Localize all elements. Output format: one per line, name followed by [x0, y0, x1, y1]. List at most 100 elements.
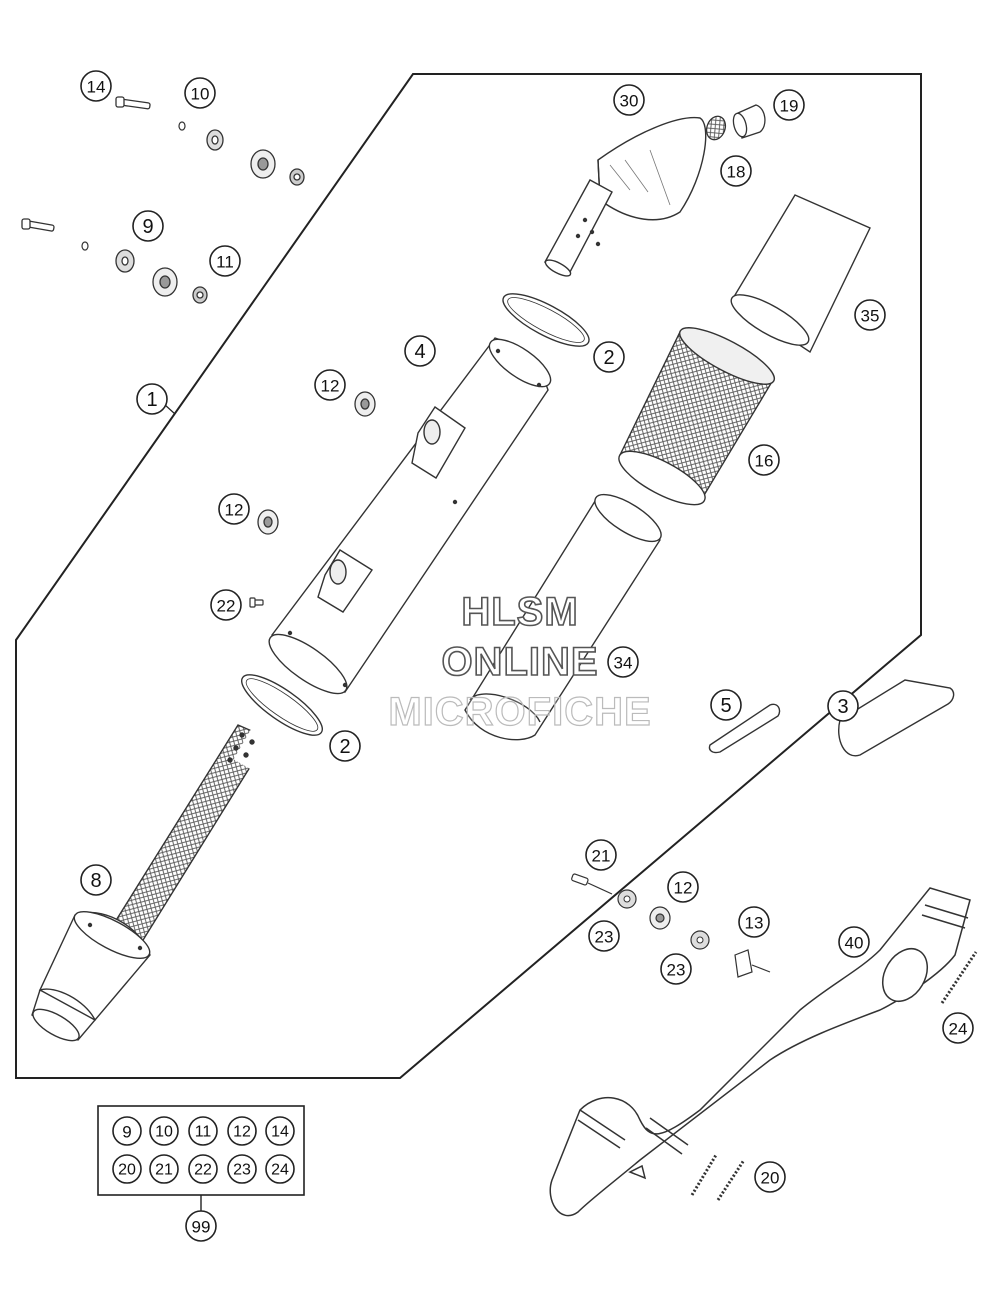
callout-30 [613, 84, 645, 116]
label-99: 99 [192, 1218, 211, 1237]
kit-label: 11 [195, 1124, 212, 1141]
end-plug-19 [732, 104, 766, 139]
label-35: 35 [861, 307, 880, 326]
callout-99 [185, 1210, 217, 1242]
screw-22 [249, 597, 264, 608]
end-cone-8 [31, 911, 151, 1042]
small-washer [81, 241, 89, 251]
callout-9 [132, 210, 164, 242]
grommet-12c [649, 906, 671, 930]
label-21: 21 [592, 847, 611, 866]
callout-12b [218, 493, 250, 525]
watermark-online: ONLINE [441, 639, 599, 685]
spring-20a [690, 1154, 718, 1196]
label-5: 5 [720, 695, 731, 717]
callout-13 [738, 906, 770, 938]
kit-label: 10 [155, 1124, 173, 1141]
callout-23b [660, 953, 692, 985]
kit-callout [227, 1154, 257, 1184]
callout-16 [748, 444, 780, 476]
callout-40 [838, 926, 870, 958]
label-10: 10 [191, 85, 210, 104]
label-16: 16 [755, 452, 774, 471]
label-34: 34 [614, 654, 633, 673]
rear-bolt-14 [115, 96, 151, 110]
callout-1 [136, 383, 168, 415]
label-9: 9 [142, 216, 153, 238]
kit-label: 23 [233, 1162, 251, 1179]
callout-19 [773, 89, 805, 121]
bracket-13 [734, 949, 771, 978]
kit-label: 20 [118, 1162, 136, 1179]
spark-arrestor-18 [705, 115, 727, 141]
callout-21 [585, 839, 617, 871]
label-12b: 12 [225, 501, 244, 520]
callout-14 [80, 70, 112, 102]
label-23a: 23 [595, 928, 614, 947]
kit-callout [188, 1154, 218, 1184]
rear-bolt-lower [21, 218, 55, 232]
callout-11 [209, 245, 241, 277]
callout-3 [827, 690, 859, 722]
kit-callout [265, 1116, 295, 1146]
assembly-outline [15, 73, 922, 1079]
outer-sleeve-35 [730, 194, 871, 354]
bolt-21 [571, 873, 613, 895]
kit-callout [149, 1154, 179, 1184]
callout-12a [314, 369, 346, 401]
callout-18 [720, 155, 752, 187]
label-24: 24 [949, 1020, 968, 1039]
washer-9 [115, 249, 135, 273]
label-13: 13 [745, 914, 764, 933]
callout-22 [210, 589, 242, 621]
kit-callout [227, 1116, 257, 1146]
label-18: 18 [727, 163, 746, 182]
kit-label: 9 [122, 1123, 131, 1142]
heat-shield-3 [838, 679, 955, 757]
spring-20b [716, 1159, 746, 1201]
muffler-body-4 [268, 337, 552, 695]
label-20: 20 [761, 1169, 780, 1188]
label-14: 14 [87, 78, 106, 97]
callout-23a [588, 920, 620, 952]
perforated-insert-16 [618, 327, 776, 506]
callout-20 [754, 1161, 786, 1193]
kit-label: 14 [271, 1124, 289, 1141]
label-2a: 2 [603, 347, 614, 369]
callout-35 [854, 299, 886, 331]
gasket-2-upper [502, 293, 590, 347]
label-19: 19 [780, 97, 799, 116]
kit-callout [112, 1116, 142, 1146]
label-4: 4 [414, 341, 425, 363]
header-pipe-40 [549, 887, 971, 1217]
rubber-grommet-12a [354, 391, 376, 417]
washer-10 [178, 121, 186, 131]
watermark-hlsm: HLSM [461, 589, 579, 635]
kit-label: 21 [155, 1162, 173, 1179]
callout-8 [80, 864, 112, 896]
rubber-grommet-upper [250, 149, 276, 179]
rubber-grommet-lower [152, 267, 178, 297]
label-12c: 12 [674, 879, 693, 898]
label-30: 30 [620, 92, 639, 111]
nut-upper [289, 168, 305, 186]
packing-34 [464, 493, 662, 741]
label-1: 1 [146, 389, 157, 411]
callout-5 [710, 689, 742, 721]
watermark-microfiche: MICROFICHE [388, 689, 652, 734]
label-40: 40 [845, 934, 864, 953]
callout-2a [593, 341, 625, 373]
label-23b: 23 [667, 961, 686, 980]
label-22: 22 [217, 597, 236, 616]
kit-callout [112, 1154, 142, 1184]
label-2b: 2 [339, 736, 350, 758]
kit-label: 24 [271, 1162, 289, 1179]
label-3: 3 [837, 696, 848, 718]
callout-10 [184, 77, 216, 109]
heat-shield-5 [708, 703, 781, 754]
inner-pipe-8 [108, 724, 275, 946]
callout-34 [607, 646, 639, 678]
kit-callout [188, 1116, 218, 1146]
